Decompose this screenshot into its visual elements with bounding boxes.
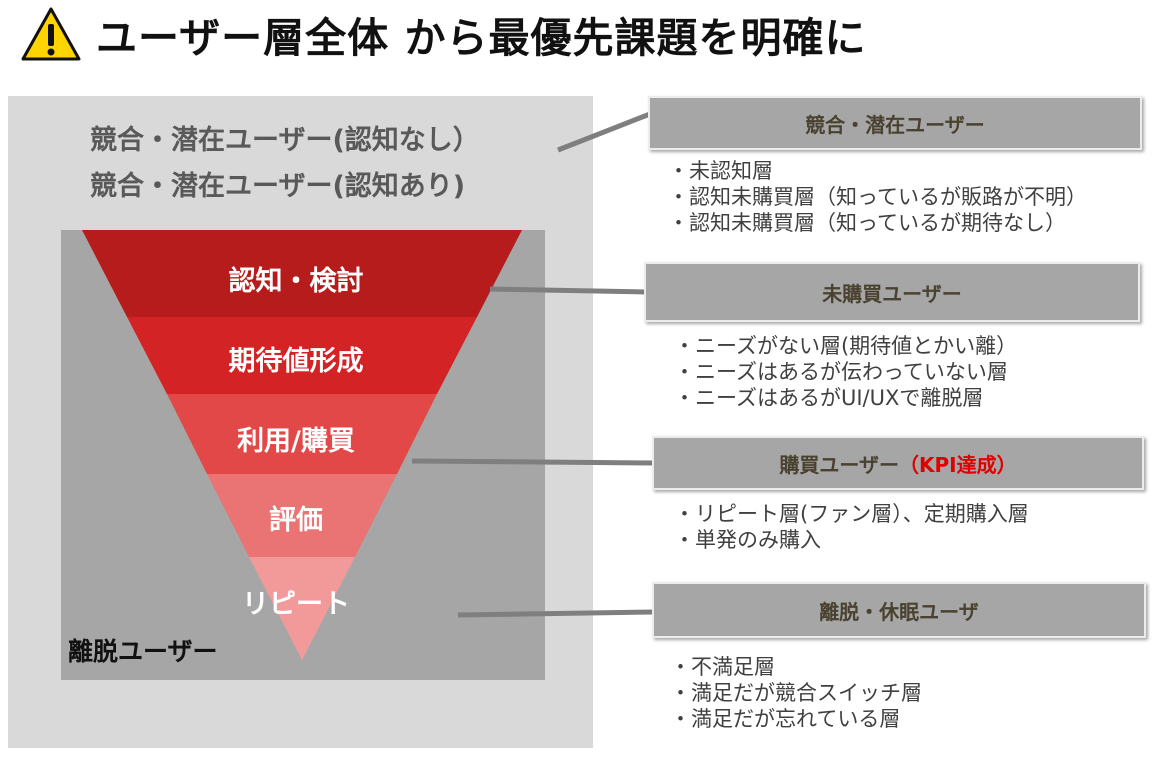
potential-users-bullets: ・未認知層 ・認知未購買層（知っているが販路が不明） ・認知未購買層（知っている… bbox=[668, 158, 1087, 236]
connector-line-nonpurchase bbox=[489, 286, 647, 295]
funnel-label-awareness: 認知・検討 bbox=[228, 266, 364, 297]
bullet-item: ・不満足層 bbox=[670, 655, 775, 679]
connector-line-potential bbox=[557, 111, 651, 153]
bullet-item: ・満足だが競合スイッチ層 bbox=[670, 681, 922, 705]
bullet-item: ・認知未購買層（知っているが期待なし） bbox=[668, 211, 1066, 235]
page-title-row: ユーザー層全体 から最優先課題を明確に bbox=[20, 4, 866, 64]
funnel-label-expectation: 期待値形成 bbox=[228, 346, 364, 377]
funnel-label-repeat: リピート bbox=[242, 589, 350, 620]
funnel-stage-purchase bbox=[167, 394, 437, 474]
funnel-label-purchase: 利用/購買 bbox=[237, 426, 355, 457]
panel-purchase-users-title: 購買ユーザー bbox=[779, 452, 899, 477]
purchase-users-bullets: ・リピート層(ファン層）、定期購入層 ・単発のみ購入 bbox=[674, 501, 1029, 553]
funnel-label-evaluation: 評価 bbox=[269, 505, 323, 536]
bullet-item: ・ニーズはあるが伝わっていない層 bbox=[674, 360, 1008, 384]
bullet-item: ・ニーズがない層(期待値とかい離） bbox=[674, 334, 1018, 358]
potential-aware-label: 競合・潜在ユーザー(認知あり) bbox=[90, 171, 466, 202]
warning-icon bbox=[21, 7, 81, 61]
panel-churned-users-title: 離脱・休眠ユーザ bbox=[819, 599, 979, 624]
connector-line-purchase bbox=[411, 458, 655, 466]
connector-line-churn bbox=[457, 609, 655, 618]
funnel-stage-evaluation bbox=[207, 474, 397, 557]
potential-unaware-label: 競合・潜在ユーザー(認知なし） bbox=[90, 125, 480, 156]
churned-users-bullets: ・不満足層 ・満足だが競合スイッチ層 ・満足だが忘れている層 bbox=[670, 654, 922, 732]
funnel-stage-expectation bbox=[127, 317, 477, 394]
panel-nonpurchase-users: 未購買ユーザー bbox=[644, 262, 1140, 322]
panel-purchase-users: 購買ユーザー（KPI達成） bbox=[652, 436, 1144, 490]
bullet-item: ・満足だが忘れている層 bbox=[670, 707, 901, 731]
bullet-item: ・単発のみ購入 bbox=[674, 528, 821, 552]
churned-users-label: 離脱ユーザー bbox=[68, 637, 218, 666]
kpi-highlight: （KPI達成） bbox=[899, 452, 1017, 477]
nonpurchase-users-bullets: ・ニーズがない層(期待値とかい離） ・ニーズはあるが伝わっていない層 ・ニーズは… bbox=[674, 333, 1017, 411]
bullet-item: ・認知未購買層（知っているが販路が不明） bbox=[668, 185, 1087, 209]
funnel-stage-awareness bbox=[82, 230, 522, 317]
panel-potential-users: 競合・潜在ユーザー bbox=[648, 96, 1142, 150]
bullet-item: ・リピート層(ファン層）、定期購入層 bbox=[674, 502, 1029, 526]
bullet-item: ・ニーズはあるがUI/UXで離脱層 bbox=[674, 386, 984, 410]
panel-nonpurchase-users-title: 未購買ユーザー bbox=[822, 281, 962, 306]
bullet-item: ・未認知層 bbox=[668, 159, 773, 183]
funnel-stage-repeat bbox=[249, 557, 355, 660]
page-title: ユーザー層全体 から最優先課題を明確に bbox=[96, 14, 867, 62]
panel-churned-users: 離脱・休眠ユーザ bbox=[652, 582, 1146, 638]
panel-potential-users-title: 競合・潜在ユーザー bbox=[805, 112, 985, 137]
